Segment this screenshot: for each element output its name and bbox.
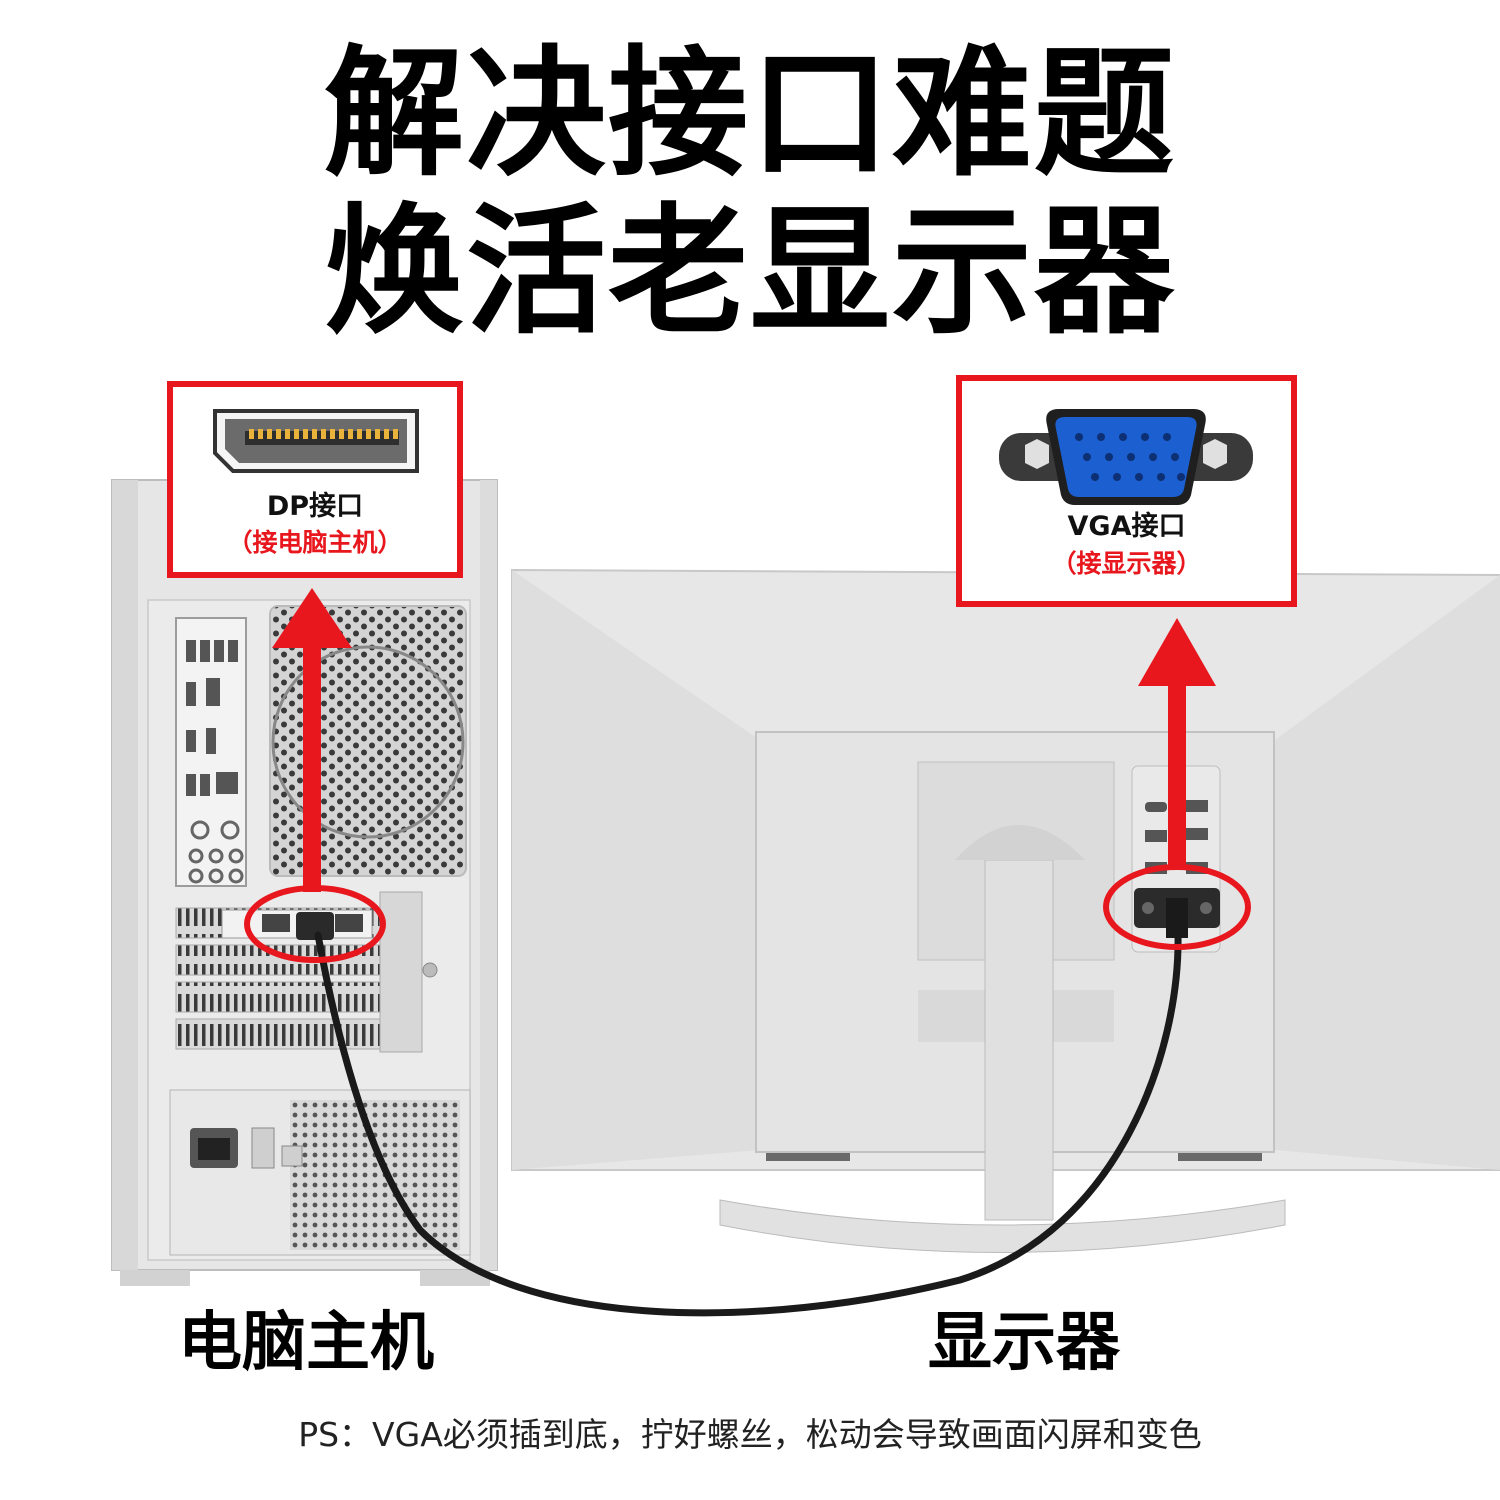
dp-arrow xyxy=(272,588,352,892)
dp-interface-title: DP接口 xyxy=(266,491,364,522)
monitor-rear xyxy=(511,568,1500,1253)
vga-interface-title: VGA接口 xyxy=(1067,511,1186,542)
vga-interface-subtitle: （接显示器） xyxy=(1051,549,1202,578)
monitor-label: 显示器 xyxy=(928,1306,1120,1380)
vga-port-icon xyxy=(999,409,1253,505)
vga-interface-callout: VGA接口 （接显示器） xyxy=(956,375,1297,607)
displayport-port-icon xyxy=(213,409,419,473)
pc-host-label: 电脑主机 xyxy=(178,1306,434,1380)
headline-line-1: 解决接口难题 xyxy=(323,33,1176,196)
dp-plug xyxy=(296,912,334,940)
dp-interface-callout: DP接口 （接电脑主机） xyxy=(167,381,463,578)
dp-interface-subtitle: （接电脑主机） xyxy=(227,528,403,557)
usage-note: PS：VGA必须插到底，拧好螺丝，松动会导致画面闪屏和变色 xyxy=(298,1415,1202,1454)
dp-to-vga-cable xyxy=(314,931,1182,1317)
headline-line-2: 焕活老显示器 xyxy=(323,191,1176,354)
vga-arrow xyxy=(1138,618,1216,870)
vga-plug xyxy=(1134,888,1220,938)
